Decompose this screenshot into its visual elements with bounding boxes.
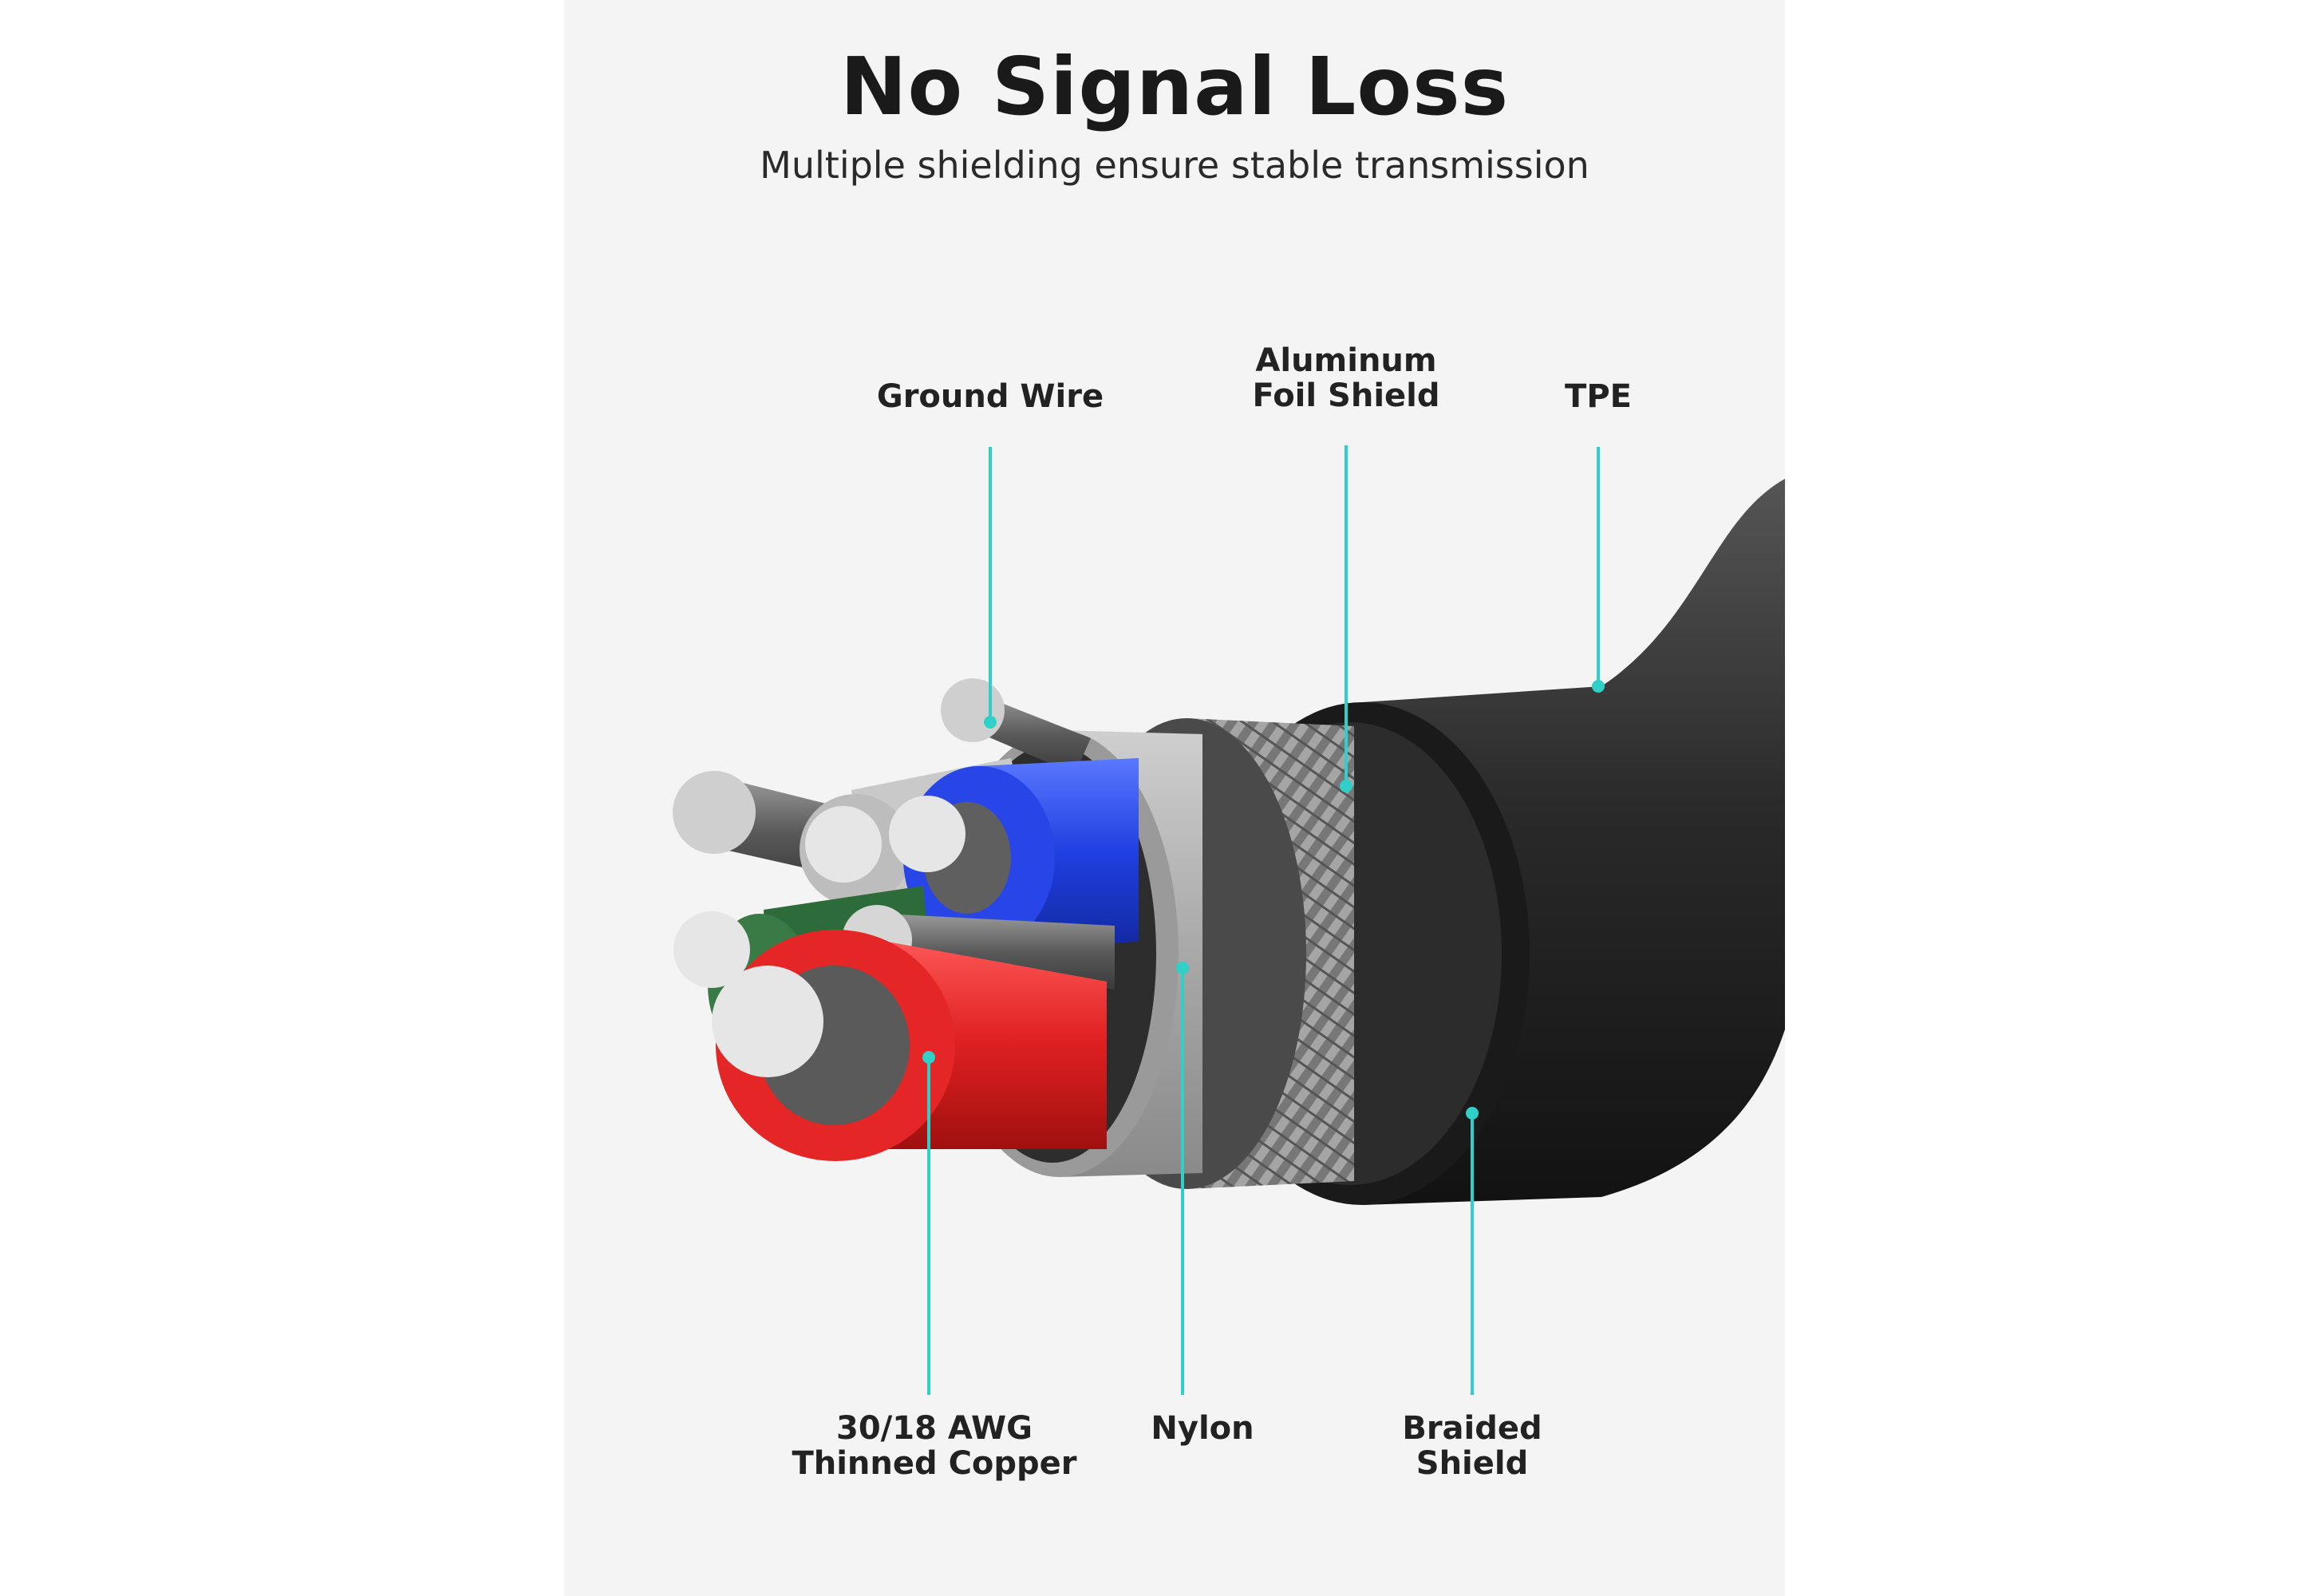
strand-end-upper-left bbox=[673, 771, 756, 854]
green-wire-strand-end bbox=[673, 911, 750, 988]
copper-strand-end bbox=[712, 966, 823, 1077]
label-copper: 30/18 AWG Thinned Copper bbox=[792, 1410, 1077, 1482]
label-nylon: Nylon bbox=[1151, 1410, 1254, 1447]
tpe-callout-dot bbox=[1592, 680, 1605, 693]
label-aluminum-foil-shield: Aluminum Foil Shield bbox=[1252, 342, 1440, 414]
label-tpe: TPE bbox=[1565, 378, 1632, 415]
page-subtitle: Multiple shielding ensure stable transmi… bbox=[760, 144, 1589, 187]
ground-wire-callout-dot bbox=[984, 716, 997, 729]
page-title: No Signal Loss bbox=[839, 40, 1510, 133]
copper-callout-dot bbox=[922, 1051, 935, 1064]
label-ground-wire: Ground Wire bbox=[876, 378, 1104, 415]
braided-callout-dot bbox=[1466, 1107, 1479, 1120]
cable-cross-section-diagram bbox=[673, 445, 1785, 1395]
ground-wire-end bbox=[941, 678, 1005, 742]
product-panel: No Signal Loss Multiple shielding ensure… bbox=[564, 0, 1785, 1596]
blue-wire-strand-end bbox=[889, 796, 965, 872]
white-wire-strand-end bbox=[805, 806, 882, 883]
nylon-callout-dot bbox=[1176, 962, 1189, 974]
foil-callout-dot bbox=[1340, 780, 1352, 792]
label-braided-shield: Braided Shield bbox=[1402, 1410, 1542, 1482]
